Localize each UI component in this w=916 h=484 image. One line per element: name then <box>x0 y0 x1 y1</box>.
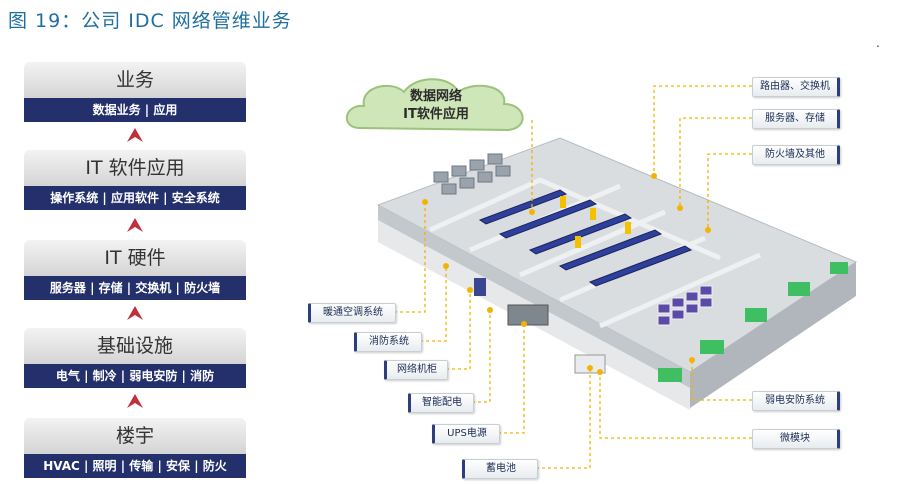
layer-title: IT 软件应用 <box>24 150 246 186</box>
cloud-shape <box>345 78 524 132</box>
label-fire-system: 消防系统 <box>354 332 422 352</box>
layer-it-hardware: IT 硬件 服务器 | 存储 | 交换机 | 防火墙 <box>24 240 246 300</box>
layer-title: 基础设施 <box>24 328 246 364</box>
cloud-label: 数据网络 IT软件应用 <box>346 88 526 124</box>
label-router-switch: 路由器、交换机 <box>752 77 840 97</box>
label-firewall: 防火墙及其他 <box>752 145 840 165</box>
layer-subtitle: 操作系统 | 应用软件 | 安全系统 <box>24 186 246 210</box>
figure-title: 图 19：公司 IDC 网络管维业务 <box>8 10 292 32</box>
label-network-cabinet: 网络机柜 <box>384 360 448 380</box>
layer-it-software: IT 软件应用 操作系统 | 应用软件 | 安全系统 <box>24 150 246 210</box>
label-power-distribution: 智能配电 <box>408 393 474 413</box>
label-hvac: 暖通空调系统 <box>308 303 396 323</box>
up-arrow-icon <box>127 128 143 142</box>
layer-business: 业务 数据业务 | 应用 <box>24 62 246 122</box>
layer-infrastructure: 基础设施 电气 | 制冷 | 弱电安防 | 消防 <box>24 328 246 388</box>
label-micro-module: 微模块 <box>752 429 840 449</box>
layer-title: IT 硬件 <box>24 240 246 276</box>
layer-title: 业务 <box>24 62 246 98</box>
layer-subtitle: 数据业务 | 应用 <box>24 98 246 122</box>
up-arrow-icon <box>127 218 143 232</box>
up-arrow-icon <box>127 306 143 320</box>
label-ups: UPS电源 <box>432 424 500 444</box>
cloud-line2: IT软件应用 <box>403 107 469 122</box>
corner-mark: . <box>876 36 880 50</box>
up-arrow-icon <box>127 394 143 408</box>
layer-subtitle: HVAC | 照明 | 传输 | 安保 | 防火 <box>24 454 246 478</box>
cloud-line1: 数据网络 <box>409 89 462 104</box>
layer-title: 楼宇 <box>24 418 246 454</box>
layer-subtitle: 服务器 | 存储 | 交换机 | 防火墙 <box>24 276 246 300</box>
layer-subtitle: 电气 | 制冷 | 弱电安防 | 消防 <box>24 364 246 388</box>
label-server-storage: 服务器、存储 <box>752 109 840 129</box>
label-security-system: 弱电安防系统 <box>752 391 840 411</box>
label-battery: 蓄电池 <box>462 459 538 479</box>
layer-building: 楼宇 HVAC | 照明 | 传输 | 安保 | 防火 <box>24 418 246 478</box>
